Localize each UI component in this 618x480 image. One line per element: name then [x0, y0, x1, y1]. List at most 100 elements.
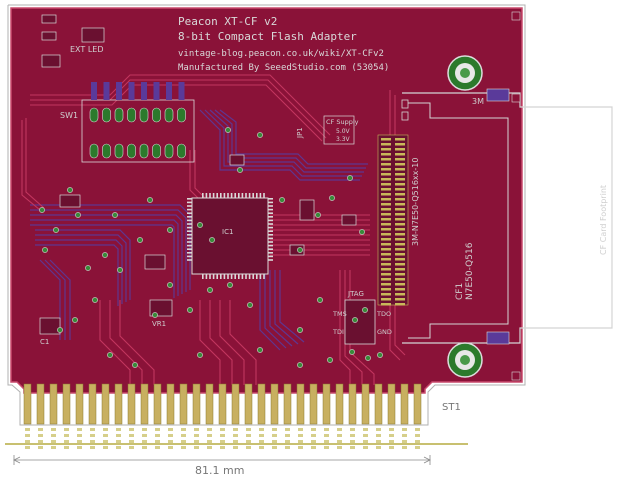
edge-pad [51, 434, 56, 437]
ic-pin [238, 274, 240, 279]
cf-pin [381, 193, 391, 196]
cf-pin [381, 238, 391, 241]
cf-pin [381, 293, 391, 296]
ic-pin [248, 274, 251, 279]
edge-finger [400, 383, 409, 425]
edge-finger [114, 383, 123, 425]
via [39, 207, 45, 213]
ic-pin [268, 205, 273, 207]
edge-pad [389, 428, 394, 431]
cf-supply-box: CF Supply 5.0V 3.3V [323, 115, 359, 145]
edge-pad [389, 440, 394, 443]
ic-pin [187, 252, 192, 254]
edge-pad [311, 440, 316, 443]
resistor-pad [141, 82, 147, 100]
edge-pad [233, 446, 238, 449]
edge-connector-pads [5, 428, 468, 449]
ic-pin [268, 248, 273, 250]
board-manufacturer: Manufactured By SeeedStudio.com (53054) [178, 63, 389, 73]
edge-pad [155, 440, 160, 443]
cf-pin [381, 203, 391, 206]
via [317, 297, 323, 303]
cf-pin [381, 228, 391, 231]
cf-pin [395, 173, 405, 176]
edge-pad [51, 446, 56, 449]
board-subtitle: 8-bit Compact Flash Adapter [178, 30, 357, 43]
edge-pad [25, 446, 30, 449]
via [297, 327, 303, 333]
via [297, 247, 303, 253]
sw-pad [89, 107, 99, 123]
edge-pad [272, 440, 277, 443]
jtag-tdo: TDO [376, 310, 391, 318]
ic-pin [268, 223, 273, 225]
ic-pin [187, 241, 192, 243]
ic-pin [209, 193, 211, 198]
edge-pad [298, 446, 303, 449]
cf1-label: CF1 [455, 283, 465, 300]
edge-finger [335, 383, 344, 425]
edge-pad [168, 434, 173, 437]
ic-pin [202, 193, 204, 198]
edge-pad [181, 446, 186, 449]
via [347, 175, 353, 181]
edge-pad [142, 446, 147, 449]
via [237, 167, 243, 173]
edge-pad [220, 440, 225, 443]
via [257, 347, 263, 353]
edge-pad [155, 446, 160, 449]
ic-pin [234, 193, 236, 198]
via [137, 237, 143, 243]
cf-pin [395, 278, 405, 281]
ic-pin [230, 274, 233, 279]
edge-pad [103, 428, 108, 431]
sw-pad [102, 143, 111, 159]
cf-pin [395, 243, 405, 246]
edge-pad [129, 446, 134, 449]
sw1-switch [81, 82, 195, 163]
edge-finger [75, 383, 84, 425]
ic-pin [223, 274, 226, 279]
cf-pin [395, 258, 405, 261]
edge-pad [246, 446, 251, 449]
edge-pad [103, 446, 108, 449]
sw-pad [102, 107, 111, 123]
cf-pin [395, 188, 405, 191]
cf-pin [395, 223, 405, 226]
via [279, 197, 285, 203]
via [209, 237, 215, 243]
c1-label: C1 [40, 338, 49, 346]
cf-footprint-label: CF Card Footprint [599, 185, 608, 255]
edge-pad [415, 440, 420, 443]
jtag-label: JTAG [347, 290, 364, 298]
cf-pin [381, 248, 391, 251]
ic-pin [230, 193, 233, 198]
sw-pad [139, 143, 149, 159]
edge-pad [259, 434, 264, 437]
ic-pin [268, 212, 273, 214]
cf-pin [381, 278, 391, 281]
resistor-pad [153, 82, 160, 100]
cf-pin [381, 198, 391, 201]
ic-pin [212, 193, 215, 198]
edge-pad [324, 434, 329, 437]
cf-pin [395, 203, 405, 206]
edge-pad [90, 440, 95, 443]
cf-pin [395, 193, 405, 196]
ic-pin [248, 193, 251, 198]
edge-pad [168, 428, 173, 431]
via [42, 247, 48, 253]
edge-pad [389, 434, 394, 437]
edge-finger [413, 383, 422, 425]
edge-pad [77, 446, 82, 449]
edge-pad [38, 428, 43, 431]
edge-connector-fingers [23, 383, 422, 425]
edge-finger [36, 383, 45, 425]
jtag-header [344, 299, 376, 345]
edge-finger [296, 383, 305, 425]
sw-pad [114, 107, 124, 123]
edge-pad [142, 434, 147, 437]
edge-finger [270, 383, 279, 425]
ic-pin [268, 234, 273, 236]
ic-pin [259, 274, 262, 279]
